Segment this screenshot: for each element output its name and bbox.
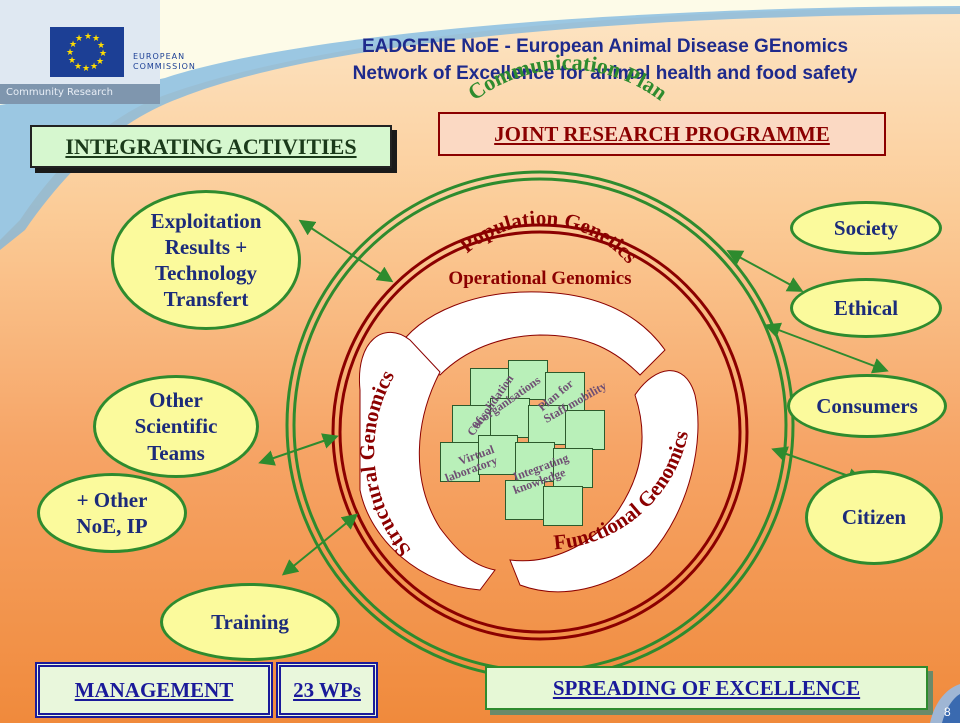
arrow-training [281,513,359,576]
citizen-bubble: Citizen [805,470,943,565]
spreading-label: SPREADING OF EXCELLENCE [552,675,861,700]
community-research-label: Community Research [6,87,113,98]
exploitation-label: Exploitation Results + Technology Transf… [150,208,262,312]
joint-research-label: JOINT RESEARCH PROGRAMME [494,121,830,146]
svg-text:★: ★ [75,33,83,43]
other-teams-bubble: Other Scientific Teams [93,375,259,478]
consumers-bubble: Consumers [787,374,947,438]
svg-text:★: ★ [66,47,74,57]
integrating-activities-label: INTEGRATING ACTIVITIES [65,133,357,159]
block [440,442,480,482]
block [565,410,605,450]
management-label: MANAGEMENT [74,677,234,702]
management-box: MANAGEMENT [35,662,273,718]
page-title-line1: EADGENE NoE - European Animal Disease GE… [361,36,849,57]
operational-ring [331,223,749,641]
eu-stars-icon: ★★★★ ★★★★ ★★★★ [66,31,107,73]
svg-text:★: ★ [68,55,76,65]
communication-plan-label: Communication Plan [463,49,672,105]
svg-text:★: ★ [92,33,100,43]
spreading-box: SPREADING OF EXCELLENCE [485,666,928,710]
svg-text:★: ★ [96,56,104,66]
citizen-label: Citizen [841,505,907,530]
svg-text:★: ★ [82,63,90,73]
other-noe-bubble: + Other NoE, IP [37,473,187,553]
arrow-exploitation [298,219,394,283]
society-label: Society [833,215,899,240]
training-bubble: Training [160,583,340,661]
population-genetics-label: Population Genetics [455,206,643,268]
structural-genomics-band [358,331,496,591]
svg-text:★: ★ [84,31,92,41]
corner-logo-icon [930,684,960,723]
society-bubble: Society [790,201,942,255]
arrow-consumers [764,322,889,374]
svg-text:★: ★ [90,61,98,71]
other-noe-label: + Other NoE, IP [76,487,148,538]
consumers-label: Consumers [816,393,918,418]
arrow-society [726,250,804,292]
wps-box: 23 WPs [276,662,378,718]
wps-label: 23 WPs [293,677,361,702]
svg-text:★: ★ [97,40,105,50]
ethical-bubble: Ethical [790,278,942,338]
svg-text:★: ★ [74,61,82,71]
operational-ring-inner [338,230,742,634]
joint-research-box: JOINT RESEARCH PROGRAMME [438,112,886,156]
arrow-other-teams [258,433,339,466]
page-title-line2: Network of Excellence for animal health … [352,63,858,84]
population-genetics-band [394,291,666,376]
ethical-label: Ethical [833,295,899,320]
ec-logo-label: EUROPEAN COMMISSION [133,52,196,71]
operational-genomics-label: Operational Genomics [448,268,631,289]
block [553,448,593,488]
svg-text:★: ★ [99,48,107,58]
block [543,486,583,526]
other-teams-label: Other Scientific Teams [134,388,218,465]
exploitation-bubble: Exploitation Results + Technology Transf… [111,190,301,330]
svg-text:★: ★ [69,39,77,49]
page-number: 8 [944,705,951,719]
eu-flag-logo: ★★★★ ★★★★ ★★★★ [50,27,124,77]
functional-genomics-band [509,370,699,593]
training-label: Training [211,609,289,634]
block [505,480,545,520]
integrating-activities-box: INTEGRATING ACTIVITIES [30,125,392,168]
